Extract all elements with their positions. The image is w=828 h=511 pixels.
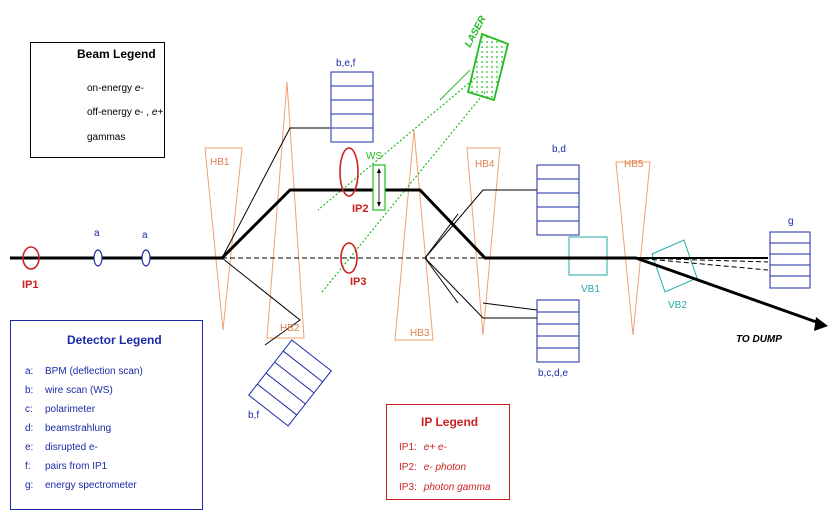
ip-legend-text: e- photon xyxy=(423,462,467,473)
label-det-bd: b,d xyxy=(552,144,566,155)
detector-legend-item: b: wire scan (WS) xyxy=(25,385,113,396)
laser-beam-2 xyxy=(321,91,486,293)
detector-legend-title: Detector Legend xyxy=(67,333,162,347)
detector-legend-item: a: BPM (deflection scan) xyxy=(25,366,143,377)
ip-legend-item: IP1: e+ e- xyxy=(399,442,447,453)
detector-legend-item: c: polarimeter xyxy=(25,404,95,415)
magnet-vb1 xyxy=(568,236,608,276)
magnet-hb3 xyxy=(394,129,434,341)
magnet-vb2 xyxy=(651,239,698,293)
label-det-g: g xyxy=(788,216,794,227)
label-hb5: HB5 xyxy=(624,159,644,170)
ip-legend-key: IP3: xyxy=(399,482,417,493)
label-bpm-2: a xyxy=(142,230,148,241)
ip-legend-item: IP3: photon gamma xyxy=(399,482,491,493)
label-ip1: IP1 xyxy=(22,279,39,291)
detector-legend-text: beamstrahlung xyxy=(45,423,112,434)
detector-legend-key: d: xyxy=(25,423,34,434)
detector-legend-text: disrupted e- xyxy=(45,442,98,453)
beam-legend-gammas: gammas xyxy=(87,132,125,143)
label-vb1: VB1 xyxy=(581,284,600,295)
label-hb3: HB3 xyxy=(410,328,430,339)
detector-legend-item: d: beamstrahlung xyxy=(25,423,111,434)
label-hb4: HB4 xyxy=(475,159,495,170)
off-energy-tracks xyxy=(221,127,538,346)
beam-legend-on-energy: on-energy e- xyxy=(87,83,144,94)
ip-legend-key: IP1: xyxy=(399,442,417,453)
detector-legend-key: f: xyxy=(25,461,31,472)
ip2-marker xyxy=(339,147,359,197)
ip3-marker xyxy=(340,242,358,274)
detector-bf xyxy=(248,339,332,427)
detector-legend-text: wire scan (WS) xyxy=(45,385,113,396)
ip-legend-key: IP2: xyxy=(399,462,417,473)
beam-legend-off-energy: off-energy e- , e+ xyxy=(87,107,163,118)
ip-legend-item: IP2: e- photon xyxy=(399,462,466,473)
detector-legend-text: pairs from IP1 xyxy=(45,461,108,472)
beam-legend-label: on-energy xyxy=(87,83,133,94)
detector-legend: Detector Legend a:BPM (deflection scan) … xyxy=(10,320,203,510)
bend-magnets xyxy=(204,81,651,341)
beam-legend-particle: e+ xyxy=(151,107,164,118)
ip-legend: IP Legend IP1: e+ e- IP2: e- photon IP3:… xyxy=(386,404,510,500)
detector-legend-text: BPM (deflection scan) xyxy=(45,366,143,377)
label-det-bcde: b,c,d,e xyxy=(538,368,568,379)
ip-legend-title: IP Legend xyxy=(421,415,479,429)
bpm-a-2 xyxy=(141,249,151,267)
detector-g xyxy=(769,231,811,289)
label-hb2: HB2 xyxy=(280,323,300,334)
label-bpm-1: a xyxy=(94,228,100,239)
beam-legend-particle: e- xyxy=(134,83,144,94)
beam-legend-title: Beam Legend xyxy=(77,47,156,61)
bpm-a-1 xyxy=(93,249,103,267)
magnet-hb5 xyxy=(615,161,651,336)
laser-head xyxy=(466,32,510,102)
detector-legend-text: energy spectrometer xyxy=(45,480,137,491)
label-ip3: IP3 xyxy=(350,276,367,288)
detector-legend-item: f: pairs from IP1 xyxy=(25,461,107,472)
detector-legend-key: b: xyxy=(25,385,34,396)
on-energy-beam xyxy=(10,188,823,326)
dump-arrowhead xyxy=(814,317,828,331)
label-det-bf: b,f xyxy=(248,410,259,421)
detector-legend-text: polarimeter xyxy=(45,404,96,415)
wire-scanner xyxy=(372,164,386,211)
label-det-bef: b,e,f xyxy=(336,58,356,69)
detector-legend-key: e: xyxy=(25,442,34,453)
label-vb2: VB2 xyxy=(668,300,687,311)
ip1-marker xyxy=(22,246,40,270)
detector-legend-item: e: disrupted e- xyxy=(25,442,98,453)
gamma-tracks xyxy=(222,257,769,271)
magnet-hb4 xyxy=(466,147,501,336)
magnet-hb1 xyxy=(204,147,243,331)
ip-legend-text: e+ e- xyxy=(423,442,447,453)
beam-legend: Beam Legend on-energy e- off-energy e- ,… xyxy=(30,42,165,158)
laser-source xyxy=(317,32,510,293)
label-hb1: HB1 xyxy=(210,157,230,168)
detector-legend-key: c: xyxy=(25,404,33,415)
detector-bcde xyxy=(536,299,580,363)
detector-legend-item: g: energy spectrometer xyxy=(25,480,137,491)
detector-legend-key: g: xyxy=(25,480,34,491)
detector-bef xyxy=(330,71,374,143)
beam-legend-label: off-energy e- , xyxy=(87,107,150,118)
label-ws: WS xyxy=(366,151,382,162)
laser-fan-1 xyxy=(439,69,471,101)
magnet-hb2 xyxy=(266,81,305,339)
ip-legend-text: photon gamma xyxy=(423,482,491,493)
label-dump: TO DUMP xyxy=(736,334,782,345)
beam-legend-label: gammas xyxy=(87,132,126,143)
label-ip2: IP2 xyxy=(352,203,369,215)
detector-legend-key: a: xyxy=(25,366,34,377)
detector-bd xyxy=(536,164,580,236)
detectors xyxy=(248,71,811,427)
